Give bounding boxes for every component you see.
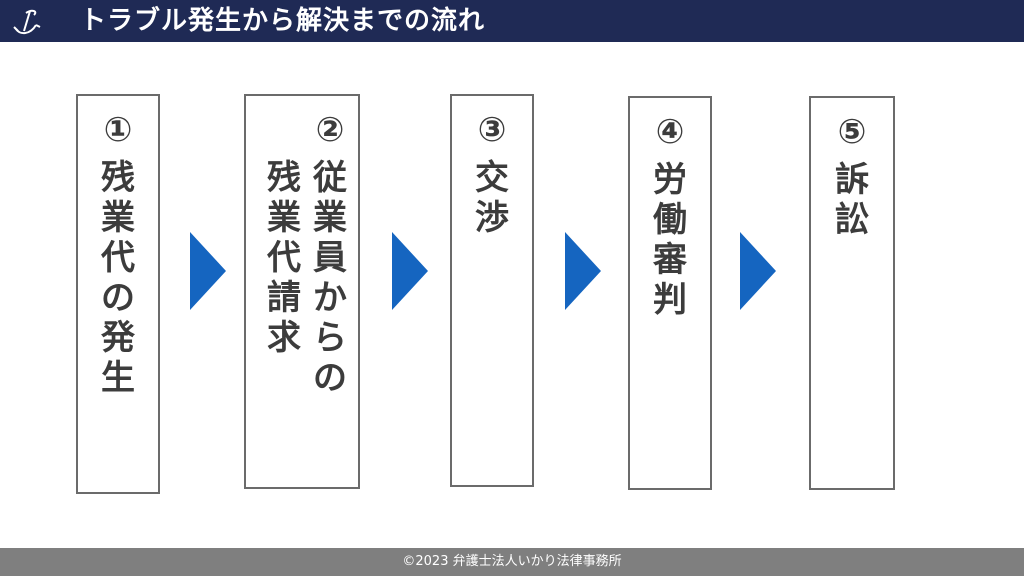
page-title: トラブル発生から解決までの流れ bbox=[80, 6, 486, 36]
step-2-label-line-2: 残業代請求 bbox=[267, 158, 301, 358]
step-1-number: ① bbox=[103, 110, 133, 150]
step-5-label: 訴訟 bbox=[835, 160, 869, 240]
step-3-box: ③ 交渉 bbox=[450, 94, 534, 487]
chevron-right-triangle-icon bbox=[740, 232, 776, 310]
step-4-box: ④ 労働審判 bbox=[628, 96, 712, 490]
chevron-right-triangle-icon bbox=[190, 232, 226, 310]
step-3-number: ③ bbox=[477, 110, 507, 150]
chevron-right-triangle-icon bbox=[565, 232, 601, 310]
footer-copyright: ©2023 弁護士法人いかり法律事務所 bbox=[0, 548, 1024, 576]
header-bar: トラブル発生から解決までの流れ bbox=[0, 0, 1024, 42]
anchor-signature-icon bbox=[13, 9, 41, 35]
step-4-label: 労働審判 bbox=[653, 160, 687, 320]
chevron-right-triangle-icon bbox=[392, 232, 428, 310]
step-1-box: ① 残業代の発生 bbox=[76, 94, 160, 494]
step-2-label-line-1: 従業員からの bbox=[313, 158, 347, 398]
step-1-label: 残業代の発生 bbox=[101, 158, 135, 398]
step-5-number: ⑤ bbox=[837, 112, 867, 152]
step-2-box: ② 従業員からの 残業代請求 bbox=[244, 94, 360, 489]
step-2-number: ② bbox=[315, 110, 345, 150]
step-4-number: ④ bbox=[655, 112, 685, 152]
step-5-box: ⑤ 訴訟 bbox=[809, 96, 895, 490]
step-3-label: 交渉 bbox=[475, 158, 509, 238]
